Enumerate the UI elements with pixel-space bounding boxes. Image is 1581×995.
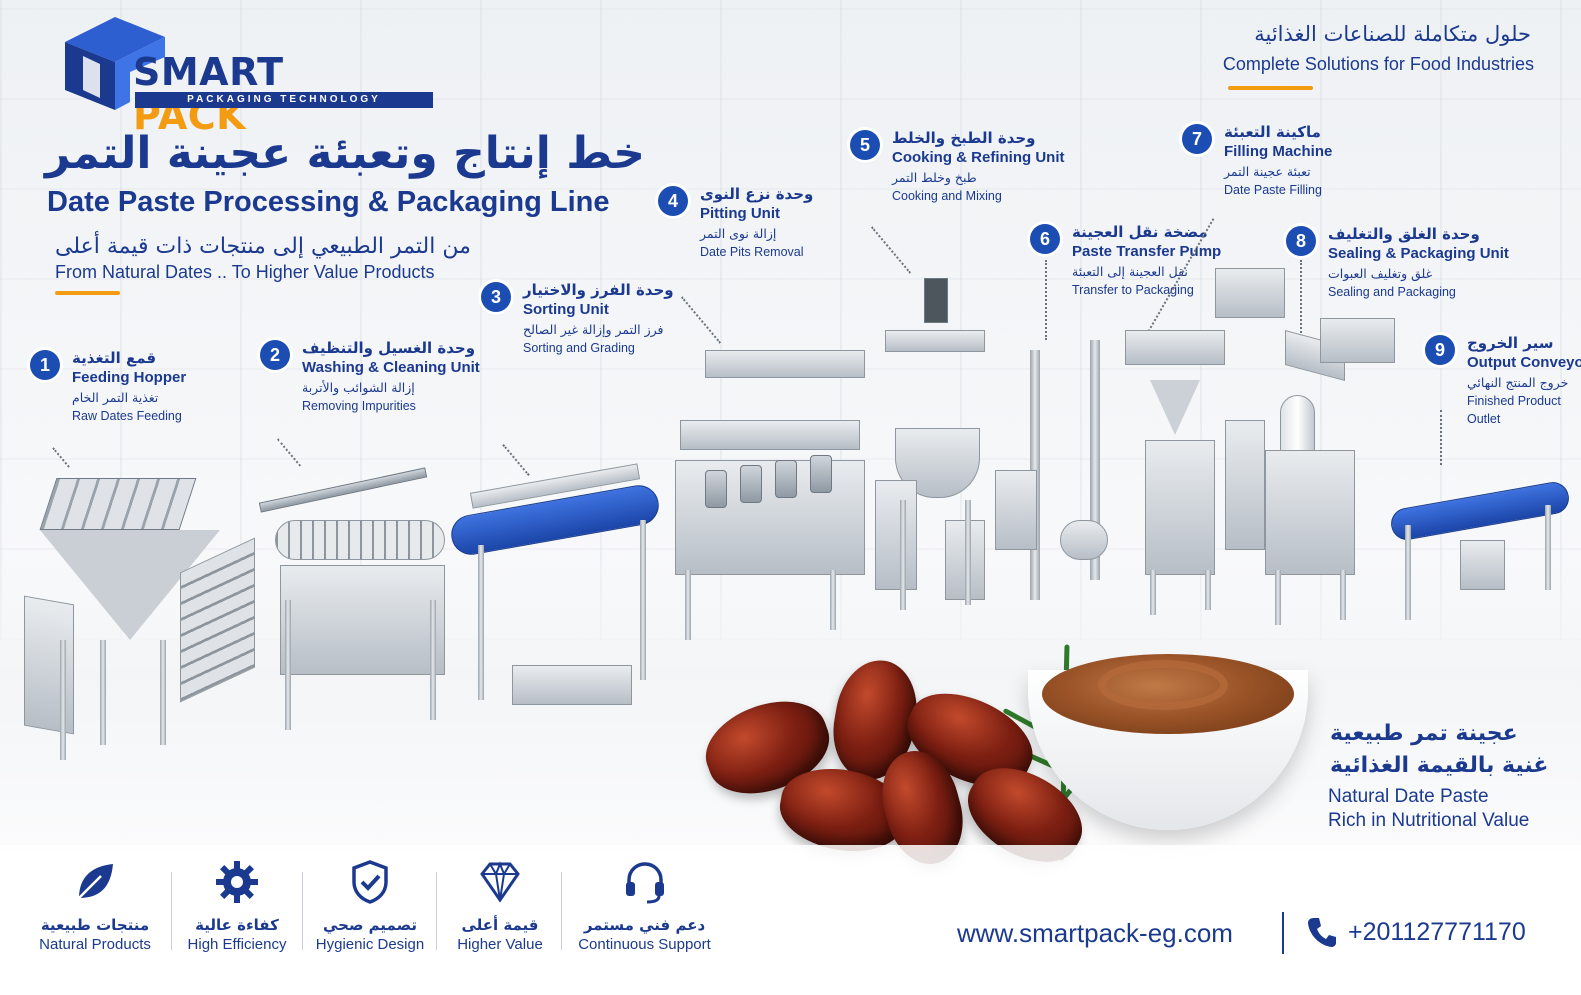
feature-label-ar: كفاءة عالية	[195, 916, 279, 934]
step-desc-en-line2: Outlet	[1467, 412, 1501, 426]
step-title-ar: مضخة نقل العجينة	[1072, 223, 1208, 241]
step-title-ar: ماكينة التعبئة	[1224, 123, 1321, 141]
step-number-badge: 2	[260, 340, 290, 370]
step-title-en: Pitting Unit	[700, 205, 780, 222]
step-desc-ar: غلق وتغليف العبوات	[1328, 266, 1433, 281]
title-arabic: خط إنتاج وتعبئة عجينة التمر	[45, 128, 646, 179]
feature-divider	[302, 872, 303, 950]
leader-line	[1045, 260, 1047, 340]
logo-cube-icon	[65, 17, 165, 110]
step-desc-ar: إزالة نوى التمر	[700, 226, 777, 241]
step-number-badge: 6	[1030, 224, 1060, 254]
step-desc-ar: تعبئة عجينة التمر	[1224, 164, 1311, 179]
step-title-en: Washing & Cleaning Unit	[302, 359, 480, 376]
feature-higher-value: قيمة أعلى Higher Value	[435, 858, 565, 955]
step-desc-ar: تغذية التمر الخام	[72, 390, 159, 405]
product-line-2-en: Rich in Nutritional Value	[1328, 810, 1530, 831]
step-number-badge: 7	[1182, 124, 1212, 154]
feature-high-efficiency: كفاءة عالية High Efficiency	[172, 858, 302, 955]
step-title-en: Paste Transfer Pump	[1072, 243, 1222, 260]
step-desc-ar: فرز التمر وإزالة غير الصالح	[523, 322, 664, 337]
step-desc-en: Cooking and Mixing	[892, 189, 1002, 203]
feature-label-en: Higher Value	[457, 936, 543, 953]
feature-label-en: High Efficiency	[187, 936, 287, 953]
step-desc-en: Date Pits Removal	[700, 245, 804, 259]
feature-label-en: Continuous Support	[578, 936, 711, 953]
corner-tagline-arabic: حلول متكاملة للصناعات الغذائية	[1254, 22, 1531, 46]
step-number-badge: 9	[1425, 335, 1455, 365]
gear-icon	[216, 861, 258, 903]
corner-underline	[1228, 86, 1313, 90]
step-desc-en: Transfer to Packaging	[1072, 283, 1194, 297]
step-title-ar: سير الخروج	[1467, 334, 1554, 352]
leader-line	[1300, 260, 1302, 340]
step-number-badge: 1	[30, 350, 60, 380]
subtitle-arabic: من التمر الطبيعي إلى منتجات ذات قيمة أعل…	[55, 234, 471, 259]
step-desc-en: Finished Product	[1467, 394, 1561, 408]
feature-label-en: Natural Products	[39, 936, 151, 953]
headset-icon	[625, 862, 664, 904]
feature-label-ar: دعم فني مستمر	[583, 916, 706, 934]
logo-wordmark: SMART PACK	[133, 50, 284, 138]
title-english: Date Paste Processing & Packaging Line	[47, 186, 610, 218]
subtitle-english: From Natural Dates .. To Higher Value Pr…	[55, 262, 435, 282]
step-desc-en: Date Paste Filling	[1224, 183, 1322, 197]
step-number-badge: 5	[850, 130, 880, 160]
step-title-ar: قمع التغذية	[72, 349, 157, 367]
subtitle-underline	[55, 291, 120, 295]
step-title-ar: وحدة الفرز والاختيار	[523, 281, 674, 299]
product-line-2-ar: غنية بالقيمة الغذائية	[1330, 753, 1549, 778]
product-caption-arabic: عجينة تمر طبيعية غنية بالقيمة الغذائية	[1330, 718, 1548, 782]
step-desc-en: Sorting and Grading	[523, 341, 635, 355]
step-title-ar: وحدة الطبخ والخلط	[892, 129, 1036, 147]
logo-tagline: PACKAGING TECHNOLOGY	[135, 92, 433, 108]
product-line-1-en: Natural Date Paste	[1328, 786, 1489, 807]
product-caption-english: Natural Date Paste Rich in Nutritional V…	[1328, 785, 1529, 833]
shield-check-icon	[352, 860, 388, 904]
corner-tagline-english: Complete Solutions for Food Industries	[1222, 54, 1534, 74]
step-desc-en: Sealing and Packaging	[1328, 285, 1456, 299]
feature-label-en: Hygienic Design	[315, 936, 425, 953]
website-link[interactable]: www.smartpack-eg.com	[957, 918, 1233, 948]
step-number-badge: 3	[481, 282, 511, 312]
feature-continuous-support: دعم فني مستمر Continuous Support	[567, 858, 722, 955]
step-desc-ar: خروج المنتج النهائي	[1467, 375, 1569, 390]
feature-label-ar: تصميم صحي	[322, 916, 418, 934]
step-number-badge: 4	[658, 186, 688, 216]
step-title-en: Sealing & Packaging Unit	[1328, 245, 1509, 262]
product-line-1-ar: عجينة تمر طبيعية	[1330, 721, 1518, 746]
phone-number[interactable]: +201127771170	[1348, 918, 1526, 946]
step-title-en: Cooking & Refining Unit	[892, 149, 1065, 166]
step-title-en: Filling Machine	[1224, 143, 1333, 160]
leaf-icon	[78, 864, 113, 899]
date-paste-bowl	[1028, 640, 1308, 830]
step-desc-ar: طبخ وخلط التمر	[892, 170, 977, 185]
leader-line	[1440, 410, 1442, 465]
step-title-ar: وحدة نزع النوى	[700, 185, 814, 203]
brand-logo: SMART PACK PACKAGING TECHNOLOGY	[55, 10, 433, 138]
step-desc-en: Raw Dates Feeding	[72, 409, 182, 423]
feature-label-ar: قيمة أعلى	[461, 916, 539, 934]
step-desc-ar: نقل العجينة إلى التعبئة	[1072, 264, 1188, 279]
feature-divider	[561, 872, 562, 950]
diamond-icon	[480, 861, 520, 903]
step-title-en: Output Conveyor	[1467, 354, 1581, 371]
phone-icon	[1308, 918, 1336, 947]
step-title-en: Feeding Hopper	[72, 369, 187, 386]
step-desc-ar: إزالة الشوائب والأتربة	[302, 380, 415, 395]
feature-divider	[171, 872, 172, 950]
feature-label-ar: منتجات طبيعية	[40, 916, 150, 934]
feature-divider	[436, 872, 437, 950]
contact-divider	[1282, 912, 1284, 954]
step-desc-en: Removing Impurities	[302, 399, 416, 413]
step-number-badge: 8	[1286, 226, 1316, 256]
step-title-ar: وحدة الغلق والتغليف	[1328, 225, 1480, 243]
feature-natural-products: منتجات طبيعية Natural Products	[30, 858, 160, 955]
feature-hygienic-design: تصميم صحي Hygienic Design	[305, 858, 435, 955]
step-title-ar: وحدة الغسيل والتنظيف	[302, 339, 476, 357]
step-title-en: Sorting Unit	[523, 301, 609, 318]
